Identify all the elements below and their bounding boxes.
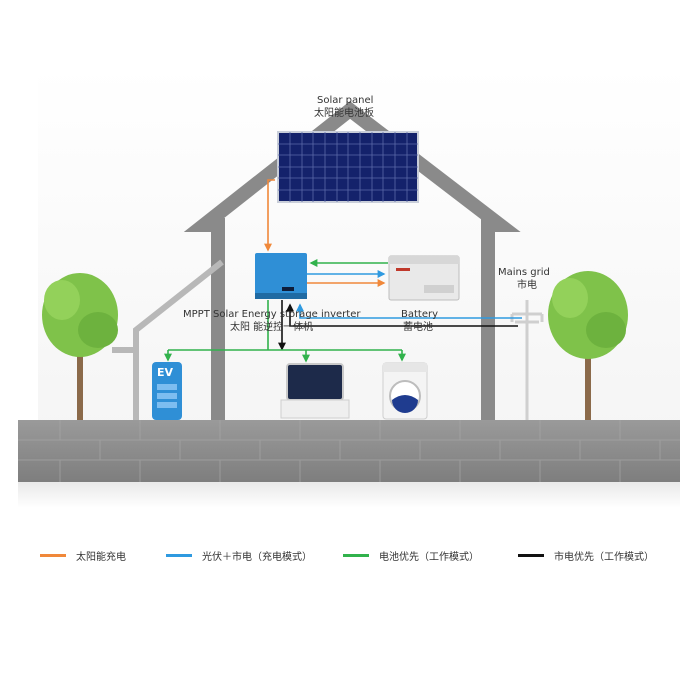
laptop xyxy=(280,363,350,419)
solar-panel-label-en: Solar panel xyxy=(317,95,374,106)
solar-panel-label-cn: 太阳能电池板 xyxy=(314,108,374,119)
legend-label-pv-grid: 光伏＋市电（充电模式） xyxy=(202,551,312,563)
legend-item-mains-priority: 市电优先（工作模式） xyxy=(518,547,654,563)
inverter-label-cn: 太阳 能逆控一体机 xyxy=(230,322,314,333)
legend-label-battery: 电池优先（工作模式） xyxy=(379,551,479,563)
tree-right xyxy=(548,271,628,420)
legend-swatch-solar xyxy=(40,553,66,557)
legend-item-battery-priority: 电池优先（工作模式） xyxy=(343,547,479,563)
legend-swatch-pv-grid xyxy=(166,553,192,557)
ground-wall xyxy=(18,420,680,482)
wall-bricks xyxy=(18,420,680,482)
legend-label-mains: 市电优先（工作模式） xyxy=(554,551,654,563)
ev-badge-label: EV xyxy=(157,366,174,379)
flow-grid-to-inverter-blue xyxy=(296,303,522,319)
battery-unit xyxy=(388,255,460,301)
inverter-unit xyxy=(255,253,307,299)
legend-item-pv-grid: 光伏＋市电（充电模式） xyxy=(166,547,312,563)
mains-label-cn: 市电 xyxy=(517,280,537,291)
legend-swatch-battery xyxy=(343,553,369,557)
flow-grid-to-inverter-black xyxy=(286,303,518,327)
battery-label-cn: 蓄电池 xyxy=(403,322,433,333)
legend-item-solar-charging: 太阳能充电 xyxy=(40,547,126,563)
house-outline xyxy=(183,101,521,420)
legend-swatch-mains xyxy=(518,553,544,557)
flow-solar-to-inverter xyxy=(264,179,275,252)
washing-machine xyxy=(382,362,428,420)
solar-panel xyxy=(277,131,419,203)
battery-label-en: Battery xyxy=(401,309,439,320)
ground-reflection xyxy=(18,482,680,508)
tree-left xyxy=(42,273,118,420)
legend-label-solar: 太阳能充电 xyxy=(76,551,126,563)
ev-charger xyxy=(152,362,182,420)
inverter-label-en: MPPT Solar Energy storage inverter xyxy=(183,309,361,320)
side-building-roof xyxy=(133,259,224,420)
mains-label-en: Mains grid xyxy=(498,267,550,278)
